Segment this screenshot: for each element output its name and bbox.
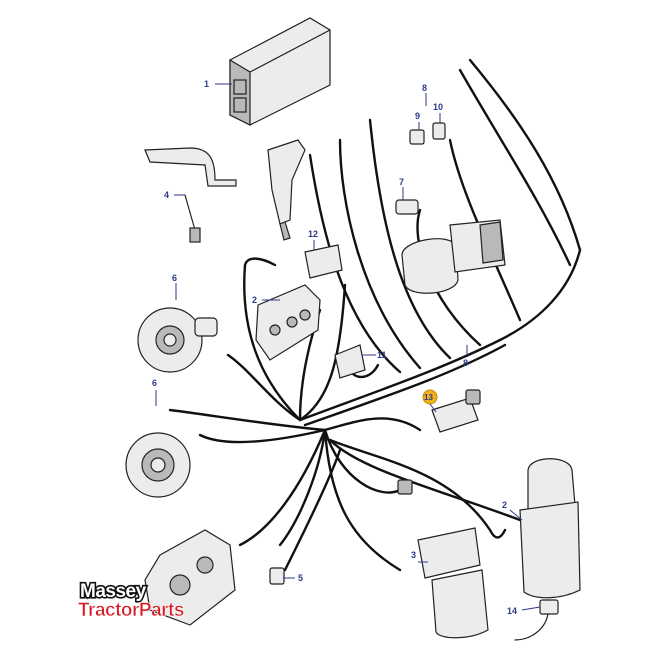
callout-2-filter[interactable]: 2: [502, 500, 523, 521]
massey-tractor-parts-logo: Massey TractorParts: [78, 579, 185, 621]
svg-text:TractorParts: TractorParts: [78, 600, 184, 621]
svg-text:3: 3: [411, 550, 416, 560]
connector-7: [395, 199, 419, 215]
sensor-14: [514, 599, 559, 641]
fuel-filter-2: [519, 458, 581, 599]
callout-10[interactable]: 10: [433, 102, 443, 123]
callout-12[interactable]: 12: [308, 229, 318, 250]
callout-7[interactable]: 7: [399, 177, 404, 200]
svg-text:5: 5: [298, 573, 303, 583]
ecu-module: [229, 17, 331, 126]
solenoid-13: [431, 389, 481, 433]
svg-text:2: 2: [502, 500, 507, 510]
callout-9[interactable]: 9: [415, 111, 420, 130]
svg-text:14: 14: [507, 606, 517, 616]
callout-6-bottom[interactable]: 6: [152, 378, 157, 406]
callout-13-highlighted[interactable]: 13: [422, 389, 438, 413]
connector-block-12: [304, 244, 343, 279]
callout-4[interactable]: 4: [164, 190, 185, 200]
svg-text:9: 9: [415, 111, 420, 121]
callout-11[interactable]: 11: [362, 350, 387, 360]
svg-text:2: 2: [252, 295, 257, 305]
sensor-9-10: [409, 122, 446, 145]
pipe-sensor: [144, 147, 237, 243]
turbo-pipe-assembly: [401, 219, 506, 294]
fuel-filter-3: [417, 527, 489, 639]
injector: [267, 139, 306, 241]
svg-text:6: 6: [172, 273, 177, 283]
callout-5[interactable]: 5: [283, 573, 303, 583]
callout-8-harness[interactable]: 8: [463, 345, 468, 368]
svg-text:12: 12: [308, 229, 318, 239]
callout-labels: 1 2 2 3 4 5 6 6: [152, 79, 541, 616]
svg-text:1: 1: [204, 79, 209, 89]
sensor-5: [269, 567, 285, 585]
logo-tractor-text: Tractor: [78, 600, 140, 621]
callout-8-top[interactable]: 8: [422, 83, 427, 106]
sensor-11: [334, 344, 366, 379]
crankshaft-wheel: [125, 432, 191, 498]
plug-connector: [397, 479, 413, 495]
svg-text:11: 11: [377, 350, 387, 360]
svg-text:6: 6: [152, 378, 157, 388]
callout-2-rail[interactable]: 2: [252, 295, 280, 305]
svg-text:8: 8: [422, 83, 427, 93]
wiring-harness: [168, 58, 582, 572]
callout-3[interactable]: 3: [411, 550, 428, 563]
callout-14[interactable]: 14: [507, 606, 541, 616]
svg-text:7: 7: [399, 177, 404, 187]
svg-text:10: 10: [433, 102, 443, 112]
high-pressure-pump: [144, 529, 236, 626]
svg-text:Massey: Massey: [80, 581, 147, 602]
fuel-rail-block: [255, 284, 321, 361]
logo-parts-text: Parts: [139, 600, 184, 621]
callout-6-top[interactable]: 6: [172, 273, 177, 300]
svg-text:13: 13: [424, 393, 433, 402]
camshaft-sprocket: [137, 307, 218, 373]
svg-text:4: 4: [164, 190, 169, 200]
svg-text:8: 8: [463, 358, 468, 368]
callout-1[interactable]: 1: [204, 79, 232, 89]
